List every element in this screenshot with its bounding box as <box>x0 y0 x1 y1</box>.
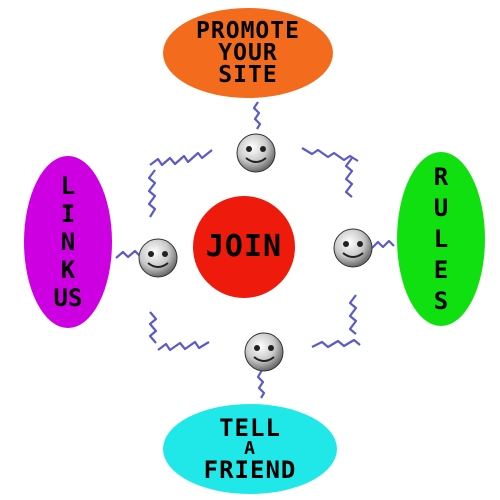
smiley-face-icon <box>333 228 373 268</box>
promote-label-line-1: PROMOTE <box>196 18 300 44</box>
tell-label-line-2: A <box>244 438 256 459</box>
squiggle-line-icon <box>147 169 157 218</box>
rules-button[interactable]: R U L E S <box>397 152 485 326</box>
squiggle-line-icon <box>115 249 141 259</box>
smiley-face-icon <box>138 238 178 278</box>
rules-label-s: S <box>433 286 449 315</box>
smiley-face-icon <box>244 332 284 372</box>
rules-label-r: R <box>433 162 449 191</box>
join-label: JOIN <box>205 229 283 264</box>
link-us-button[interactable]: L I N K US <box>24 156 112 328</box>
squiggle-line-icon <box>301 147 359 162</box>
squiggle-line-icon <box>256 369 266 399</box>
join-button[interactable]: JOIN <box>193 196 295 298</box>
rules-label-u: U <box>433 193 449 222</box>
tell-label-line-1: TELL <box>219 414 281 442</box>
smiley-face-icon <box>236 133 276 173</box>
tell-label-line-3: FRIEND <box>203 456 297 484</box>
squiggle-line-icon <box>371 239 395 249</box>
squiggle-line-icon <box>311 338 361 349</box>
link-label-k: K <box>60 256 76 284</box>
promote-label-line-3: SITE <box>218 62 278 88</box>
squiggle-line-icon <box>252 101 262 130</box>
squiggle-line-icon <box>149 149 213 167</box>
link-label-n: N <box>60 228 76 256</box>
promote-your-site-button[interactable]: PROMOTE YOUR SITE <box>163 8 333 98</box>
squiggle-line-icon <box>348 294 358 335</box>
tell-a-friend-button[interactable]: TELL A FRIEND <box>163 404 337 494</box>
squiggle-line-icon <box>148 311 158 344</box>
link-label-us: US <box>53 284 83 312</box>
link-label-l: L <box>60 172 76 200</box>
squiggle-line-icon <box>157 340 210 352</box>
squiggle-line-icon <box>344 157 354 198</box>
rules-label-e: E <box>433 255 449 284</box>
promote-label-line-2: YOUR <box>218 40 278 66</box>
rules-label-l: L <box>433 224 449 253</box>
link-label-i: I <box>60 200 76 228</box>
